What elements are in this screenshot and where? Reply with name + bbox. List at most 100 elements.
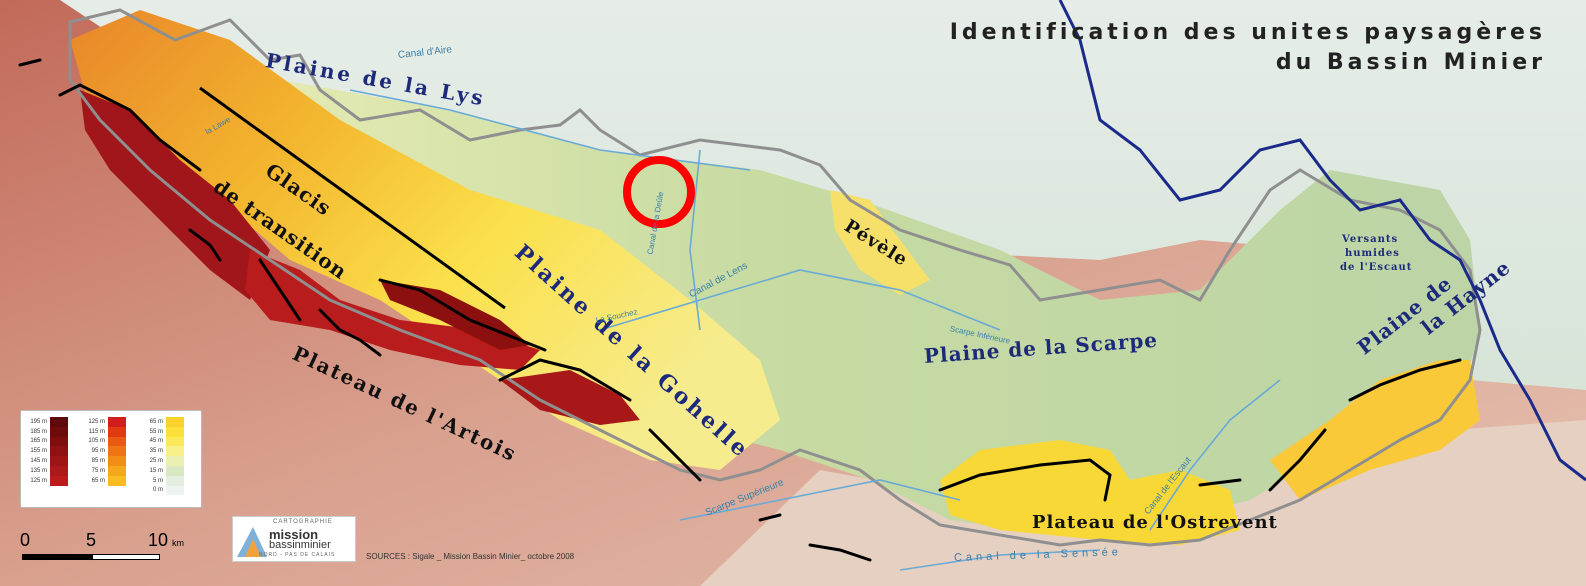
glacis-boundary-line (199, 86, 506, 310)
legend-label: 75 m (91, 467, 105, 474)
legend-label: 195 m (30, 418, 47, 425)
legend-row: 115 m (81, 426, 126, 437)
legend-row: 125 m (23, 475, 68, 486)
legend-swatch (50, 417, 68, 427)
legend-swatch (108, 446, 126, 457)
escarpment-lines (18, 58, 1462, 562)
legend-row: 155 m (23, 446, 68, 457)
scale-label-10: 10 (148, 530, 169, 550)
legend-label: 55 m (149, 428, 163, 435)
mission-bassin-minier-logo: CARTOGRAPHIE mission bassinminier NORD -… (232, 516, 356, 562)
legend-label: 85 m (91, 458, 105, 465)
ostrevent-plateau (940, 440, 1240, 545)
legend-swatch (166, 485, 184, 496)
legend-swatch (108, 436, 126, 447)
legend-swatch (166, 475, 184, 486)
legend-row: 65 m (139, 417, 184, 427)
legend-label: 45 m (149, 438, 163, 445)
national-border (1058, 0, 1586, 482)
legend-swatch (50, 426, 68, 437)
legend-label: 0 m (152, 487, 163, 494)
label-versants-2: humides (1345, 248, 1400, 259)
escarpment-red-4 (500, 370, 640, 425)
green-plain (280, 80, 1480, 540)
escarpment-red-3 (380, 280, 530, 350)
logo-top-text: CARTOGRAPHIE (273, 519, 333, 525)
legend-swatch (166, 417, 184, 427)
escarpment-red-1 (80, 90, 270, 300)
legend-label: 185 m (30, 428, 47, 435)
elevation-legend: 195 m 185 m 165 m 155 m 145 m 135 m 125 m 125 … (20, 410, 202, 508)
legend-column-3: 65 m 55 m 45 m 35 m 25 m 15 m 5 m 0 m (139, 417, 184, 496)
legend-row: 165 m (23, 436, 68, 447)
logo-icon (237, 527, 267, 557)
legend-swatch (50, 475, 68, 486)
legend-swatch (166, 456, 184, 466)
legend-row: 5 m (139, 475, 184, 486)
legend-row: 95 m (81, 446, 126, 457)
legend-row: 25 m (139, 456, 184, 466)
legend-label: 105 m (88, 438, 105, 445)
scale-label-5: 5 (86, 530, 97, 550)
legend-label: 65 m (91, 477, 105, 484)
legend-label: 145 m (30, 458, 47, 465)
legend-label: 15 m (149, 467, 163, 474)
legend-label: 125 m (88, 418, 105, 425)
legend-column-2: 125 m 115 m 105 m 95 m 85 m 75 m 65 m (81, 417, 126, 486)
legend-swatch (108, 456, 126, 466)
legend-row: 15 m (139, 465, 184, 476)
legend-row: 105 m (81, 436, 126, 447)
label-plateau-ostrevent: Plateau de l'Ostrevent (1032, 512, 1278, 533)
legend-swatch (108, 417, 126, 427)
legend-label: 5 m (152, 477, 163, 484)
legend-swatch (166, 465, 184, 476)
map-title: Identification des unites paysagères du … (950, 18, 1546, 78)
legend-label: 35 m (149, 448, 163, 455)
logo-mission-text: mission (269, 527, 319, 542)
scale-segment-white (92, 554, 160, 560)
scale-unit: km (172, 538, 184, 548)
label-versants-3: de l'Escaut (1340, 262, 1413, 273)
legend-swatch (166, 436, 184, 447)
scale-bar: 0 5 10 km (20, 530, 200, 570)
legend-row: 195 m (23, 417, 68, 427)
legend-row: 45 m (139, 436, 184, 447)
highlight-circle (623, 156, 695, 228)
legend-row: 0 m (139, 485, 184, 496)
legend-swatch (50, 456, 68, 466)
legend-label: 135 m (30, 467, 47, 474)
legend-label: 95 m (91, 448, 105, 455)
escarpment-red-2 (245, 250, 540, 370)
legend-label: 155 m (30, 448, 47, 455)
legend-swatch (50, 465, 68, 476)
legend-row: 35 m (139, 446, 184, 457)
legend-row: 85 m (81, 456, 126, 466)
bassin-minier-outline (68, 8, 1482, 547)
logo-bassinminier-text: bassinminier (269, 539, 331, 551)
legend-row: 145 m (23, 456, 68, 466)
legend-label: 115 m (88, 428, 105, 435)
legend-swatch (166, 426, 184, 437)
legend-swatch (108, 465, 126, 476)
legend-label: 125 m (30, 477, 47, 484)
legend-row: 65 m (81, 475, 126, 486)
legend-swatch (50, 436, 68, 447)
legend-row: 135 m (23, 465, 68, 476)
legend-label: 25 m (149, 458, 163, 465)
hayne-hills (1270, 360, 1480, 500)
legend-row: 75 m (81, 465, 126, 476)
label-versants-1: Versants (1342, 234, 1399, 245)
pevele-hill (830, 190, 930, 295)
title-line-2: du Bassin Minier (1275, 50, 1546, 75)
scale-label-0: 0 (20, 530, 31, 550)
logo-bottom-text: NORD - PAS DE CALAIS (259, 552, 336, 558)
legend-row: 55 m (139, 426, 184, 437)
legend-label: 165 m (30, 438, 47, 445)
legend-label: 65 m (149, 418, 163, 425)
legend-row: 125 m (81, 417, 126, 427)
legend-swatch (108, 426, 126, 437)
legend-swatch (166, 446, 184, 457)
legend-row: 185 m (23, 426, 68, 437)
legend-swatch (108, 475, 126, 486)
